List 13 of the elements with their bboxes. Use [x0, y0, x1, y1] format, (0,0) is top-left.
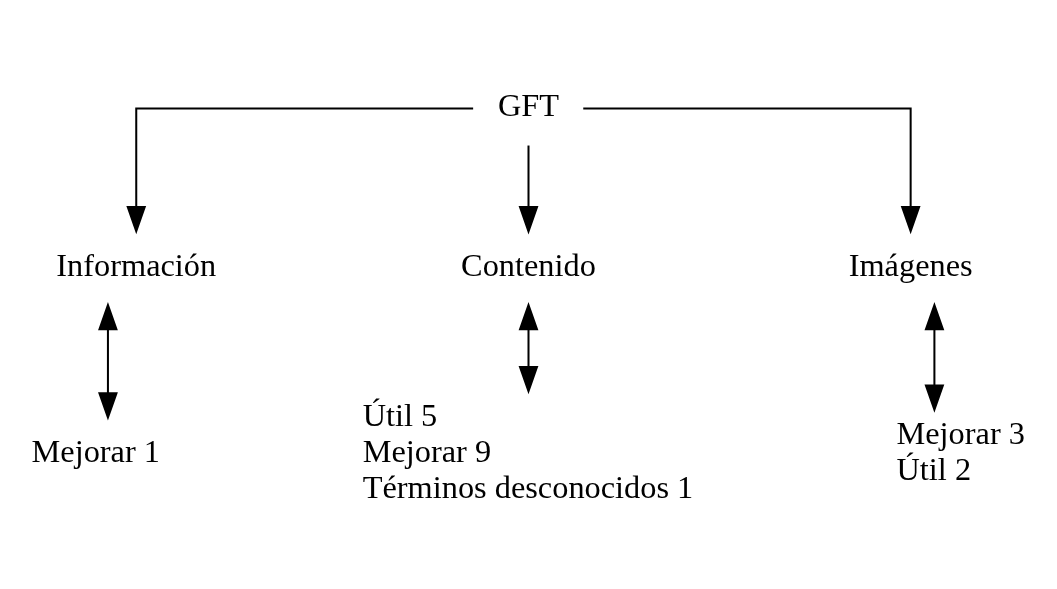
- arrow: [518, 301, 539, 395]
- node-text: GFT: [497, 87, 560, 124]
- arrow: [924, 301, 945, 413]
- node-text: Imágenes: [848, 246, 973, 283]
- arrow: [98, 301, 118, 421]
- arrow: [518, 145, 539, 235]
- node-text: Útil 5 Mejorar 9 Términos desconocidos 1: [362, 396, 694, 506]
- arrow: [583, 107, 921, 235]
- node-text: Mejorar 3 Útil 2: [896, 414, 1025, 488]
- node-text: Mejorar 1: [31, 432, 161, 469]
- node-text: Contenido: [461, 246, 596, 283]
- node-text: Información: [56, 246, 217, 283]
- arrow: [126, 107, 474, 235]
